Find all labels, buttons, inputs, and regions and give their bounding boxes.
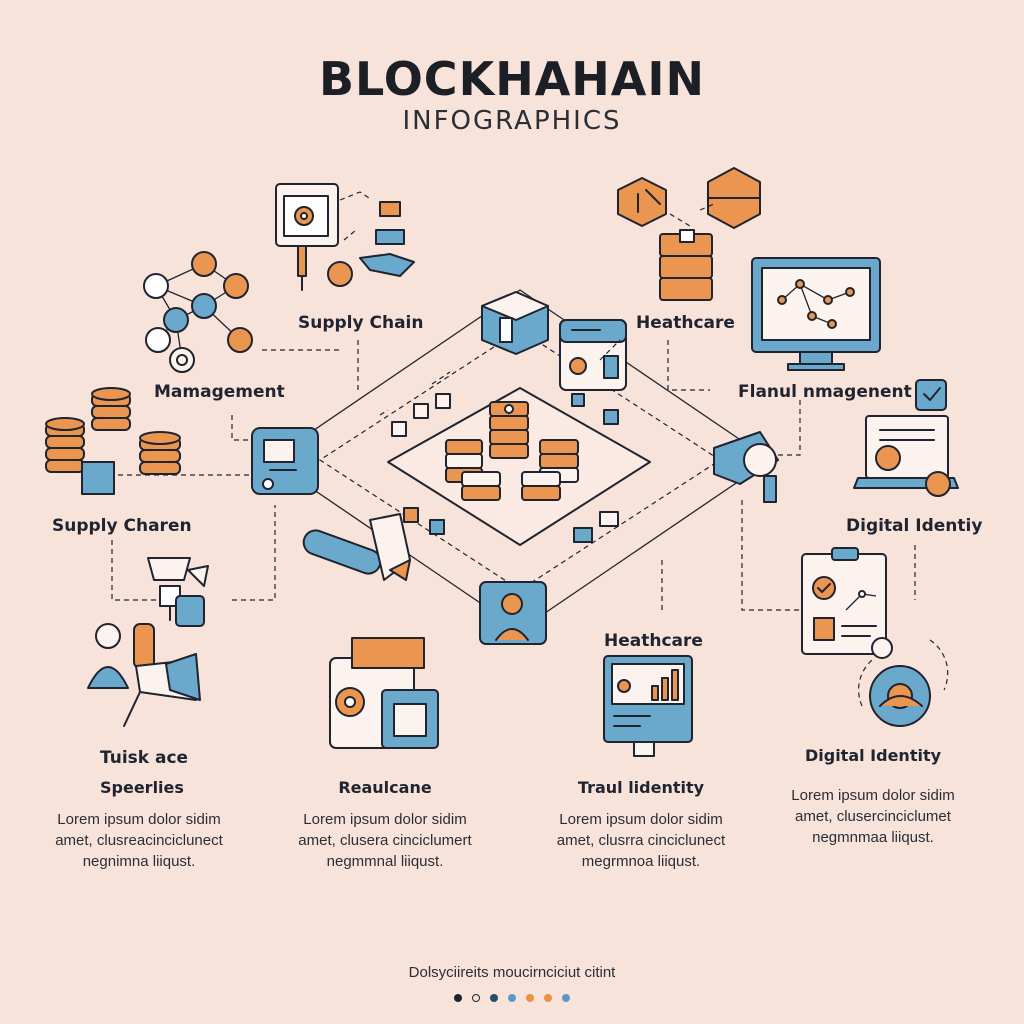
node-top-cube bbox=[481, 291, 549, 355]
body-line: Lorem ipsum dolor sidim bbox=[791, 787, 955, 804]
footer-caption: Dolsyciireits moucirnciciut citint bbox=[408, 964, 616, 981]
financial-network-monitor-icon bbox=[751, 257, 881, 371]
pager-dot[interactable] bbox=[508, 994, 516, 1002]
healthcare-blocks-icon bbox=[617, 167, 761, 301]
pager-dot[interactable] bbox=[562, 994, 570, 1002]
network-management-icon bbox=[143, 251, 253, 373]
body-line: amet, clusera cinciclumert bbox=[298, 832, 472, 849]
pager-dot[interactable] bbox=[490, 994, 498, 1002]
info-column-4: Digital Identity Lorem ipsum dolor sidim… bbox=[758, 746, 988, 848]
node-bottom-person bbox=[479, 581, 547, 645]
analytics-monitor-icon bbox=[603, 655, 693, 757]
body-line: amet, clusercinciclumet bbox=[795, 808, 951, 825]
supply-chain-board-icon bbox=[275, 183, 415, 291]
info-column-body: Lorem ipsum dolor sidim amet, clusera ci… bbox=[270, 809, 500, 872]
info-column-2: Reaulcane Lorem ipsum dolor sidim amet, … bbox=[270, 778, 500, 872]
center-block-stack bbox=[445, 401, 579, 501]
body-line: negmmnal liiqust. bbox=[326, 853, 444, 870]
info-column-body: Lorem ipsum dolor sidim amet, clusreacin… bbox=[24, 809, 254, 872]
pager-dot[interactable] bbox=[454, 994, 462, 1002]
person-megaphone-icon bbox=[87, 623, 201, 727]
body-line: negnimna liiqust. bbox=[82, 853, 196, 870]
info-column-heading: Digital Identity bbox=[804, 746, 942, 765]
body-line: amet, clusrra cinciclunect bbox=[556, 832, 726, 849]
info-column-heading: Reaulcane bbox=[338, 778, 432, 797]
body-line: Lorem ipsum dolor sidim bbox=[303, 811, 467, 828]
infographic-subtitle: INFOGRAPHICS bbox=[402, 106, 622, 136]
label-healthcare-top: Heathcare bbox=[636, 313, 735, 333]
info-column-3: Traul lidentity Lorem ipsum dolor sidim … bbox=[526, 778, 756, 872]
body-line: negmnmaa liiqust. bbox=[812, 829, 934, 846]
small-cubes bbox=[379, 371, 619, 543]
node-server-top-right bbox=[559, 319, 627, 407]
clipboard-globe-icon bbox=[801, 547, 949, 727]
infographic-title: BLOCKHAHAIN bbox=[318, 52, 706, 106]
body-line: Lorem ipsum dolor sidim bbox=[57, 811, 221, 828]
body-line: megrmnoa liiqust. bbox=[581, 853, 701, 870]
node-right-scanner bbox=[713, 431, 779, 503]
coin-stack-icon bbox=[45, 387, 181, 495]
node-bottom-left-roller bbox=[302, 513, 411, 581]
info-column-body: Lorem ipsum dolor sidim amet, clusercinc… bbox=[758, 785, 988, 848]
body-line: Lorem ipsum dolor sidim bbox=[559, 811, 723, 828]
node-left-box bbox=[251, 427, 319, 495]
label-management: Mamagement bbox=[154, 382, 285, 402]
info-column-heading: Traul lidentity bbox=[577, 778, 705, 797]
label-digital-identity-right: Digital Identiy bbox=[846, 516, 983, 536]
pager-dot[interactable] bbox=[472, 994, 480, 1002]
label-supply-chain-top: Supply Chain bbox=[298, 313, 424, 333]
label-financial-management: Flanul nmagenent bbox=[738, 382, 912, 402]
label-tuisk-ace: Tuisk ace bbox=[100, 748, 189, 768]
body-line: amet, clusreacinciclunect bbox=[55, 832, 223, 849]
pager-dot[interactable] bbox=[544, 994, 552, 1002]
gear-cube-icon bbox=[329, 637, 439, 749]
trophy-icon bbox=[147, 557, 209, 627]
info-column-1: Speerlies Lorem ipsum dolor sidim amet, … bbox=[24, 778, 254, 872]
label-healthcare-mid: Heathcare bbox=[604, 631, 703, 651]
info-column-body: Lorem ipsum dolor sidim amet, clusrra ci… bbox=[526, 809, 756, 872]
pager-dot[interactable] bbox=[526, 994, 534, 1002]
digital-identity-laptop-icon bbox=[853, 379, 959, 497]
inner-platform bbox=[387, 387, 651, 546]
pager-dots bbox=[0, 994, 1024, 1002]
info-column-heading: Speerlies bbox=[100, 778, 184, 797]
label-supply-chain-left: Supply Charen bbox=[52, 516, 192, 536]
